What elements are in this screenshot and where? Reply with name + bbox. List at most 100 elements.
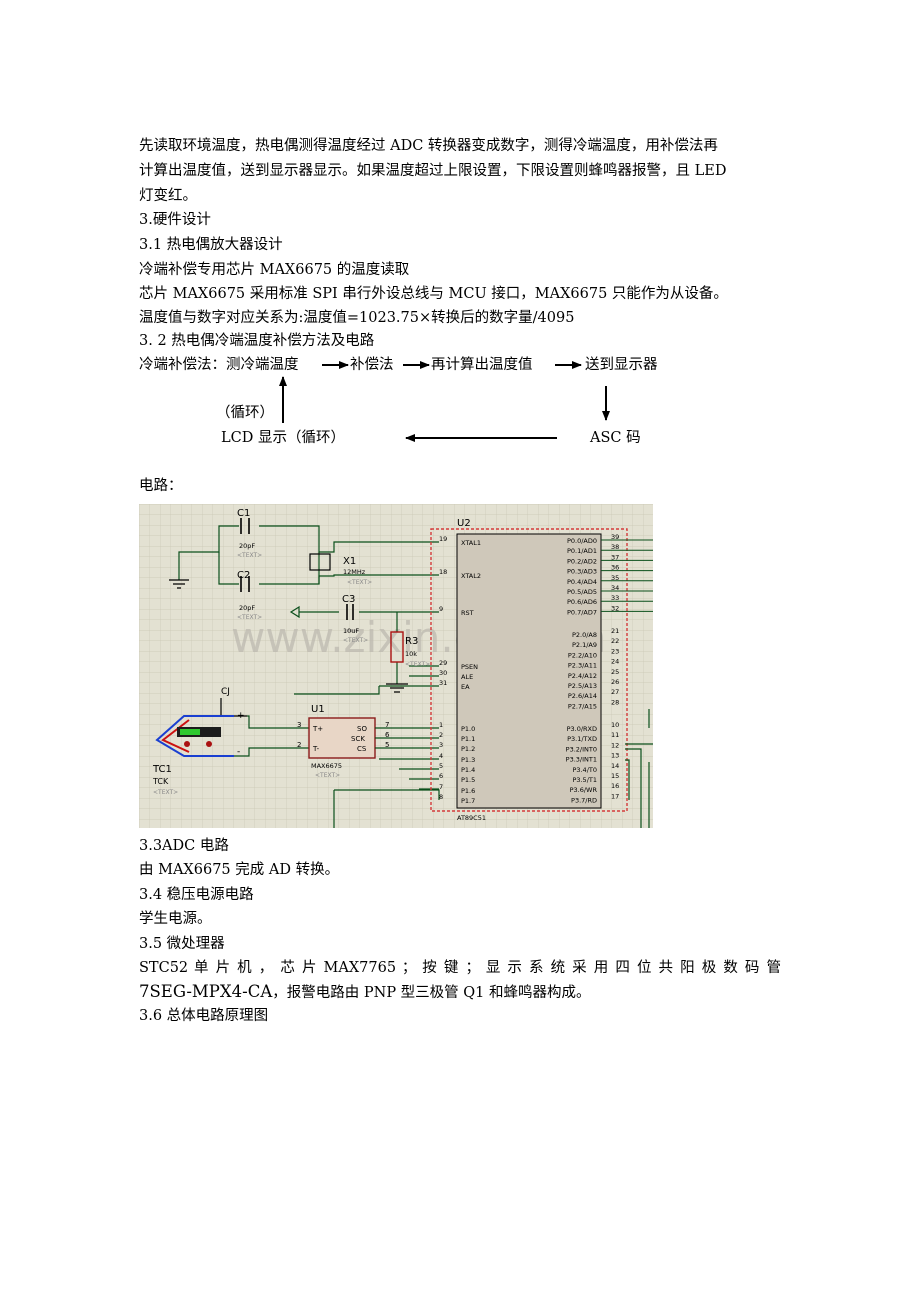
u2-right-pin-number: 27 (611, 688, 619, 696)
paragraph-line: 芯片 MAX6675 采用标准 SPI 串行外设总线与 MCU 接口，MAX66… (139, 286, 728, 302)
u2-right-pin-label: P0.4/AD4 (567, 578, 597, 586)
u2-right-pin-number: 16 (611, 782, 619, 790)
u2-right-pin-label: P3.3/INT1 (566, 756, 597, 764)
u2-right-pin-label: P2.6/A14 (568, 692, 597, 700)
u1-pin-cs: CS (357, 745, 367, 753)
u2-right-pin-label: P3.1/TXD (567, 735, 597, 743)
u2-left-pins: XTAL119XTAL218RST9PSEN29ALE30EA31P1.01P1… (439, 535, 481, 805)
u2-right-pin-number: 22 (611, 637, 619, 645)
u2-left-pin-label: XTAL2 (461, 572, 481, 580)
heading-power: 3.4 稳压电源电路 (139, 887, 254, 903)
paragraph-line: STC52 单 片 机 ， 芯 片 MAX7765 ； 按 键 ； 显 示 系 … (139, 960, 781, 976)
c1-tag: <TEXT> (237, 552, 262, 559)
u2-right-pin-label: P2.0/A8 (572, 631, 597, 639)
u2-right-pin-label: P0.2/AD2 (567, 557, 597, 565)
c2-value: 20pF (239, 604, 255, 612)
u2-left-pin-label: PSEN (461, 663, 478, 671)
u2-left-pin-label: P1.2 (461, 745, 475, 753)
u2-right-pin-label: P0.7/AD7 (567, 608, 597, 616)
u2-right-pin-number: 14 (611, 762, 619, 770)
u2-right-pin-label: P3.7/RD (571, 796, 597, 804)
u1-tag: <TEXT> (315, 772, 340, 779)
u2-part: AT89C51 (457, 814, 486, 822)
u2-right-pin-number: 12 (611, 741, 619, 749)
cj-label: CJ (221, 687, 230, 697)
c1-label: C1 (237, 508, 250, 519)
circuit-schematic: www.zixin.com.cn C1 20pF <TEXT> C2 (139, 504, 653, 828)
r3-tag: <TEXT> (405, 661, 430, 668)
u2-left-pin-number: 3 (439, 741, 443, 749)
svg-text:+: + (237, 711, 245, 721)
c2-label: C2 (237, 570, 250, 581)
u2-left-pin-number: 5 (439, 762, 443, 770)
u2-left-pin-number: 4 (439, 752, 443, 760)
u2-left-pin-label: P1.6 (461, 787, 475, 795)
heading-mcu: 3.5 微处理器 (139, 936, 225, 952)
heading-adc: 3.3ADC 电路 (139, 838, 229, 854)
intro-line-2: 计算出温度值，送到显示器显示。如果温度超过上限设置，下限设置则蜂鸣器报警，且 L… (139, 163, 727, 179)
u2-label: U2 (457, 518, 471, 529)
circuit-label: 电路： (139, 478, 183, 494)
u2-right-pin-label: P3.2/INT0 (566, 745, 597, 753)
u2-left-pin-number: 30 (439, 669, 447, 677)
u1-label: U1 (311, 704, 325, 715)
u2-right-pin-number: 23 (611, 647, 619, 655)
c1-value: 20pF (239, 542, 255, 550)
u2-left-pin-number: 9 (439, 605, 443, 613)
u2-right-pin-number: 36 (611, 564, 619, 572)
u2-right-pin-number: 15 (611, 772, 619, 780)
u2-right-pin-label: P3.0/RXD (567, 725, 597, 733)
x1-value: 12MHz (343, 568, 366, 576)
c3-value: 10uF (343, 627, 359, 635)
u2-left-pin-label: EA (461, 683, 470, 691)
u2-right-pin-label: P3.5/T1 (572, 776, 597, 784)
x1-tag: <TEXT> (347, 579, 372, 586)
flow-loop-label: （循环） (216, 405, 274, 421)
u2-right-pin-number: 37 (611, 553, 619, 561)
tc1-tag: <TEXT> (153, 789, 178, 796)
u2-right-pin-number: 10 (611, 721, 619, 729)
tc1-name: TCK (152, 777, 169, 786)
u2-left-pin-label: P1.4 (461, 766, 475, 774)
heading-hardware-design: 3.硬件设计 (139, 212, 211, 228)
u2-right-pin-label: P0.1/AD1 (567, 547, 597, 555)
paragraph-line: 由 MAX6675 完成 AD 转换。 (139, 862, 340, 878)
c3-tag: <TEXT> (343, 637, 368, 644)
flow-arrows (279, 361, 610, 442)
u2-right-pin-number: 11 (611, 731, 619, 739)
flow-asc-code: ASC 码 (590, 430, 641, 446)
u2-left-pin-number: 29 (439, 659, 447, 667)
u2-right-pin-number: 26 (611, 678, 619, 686)
u2-right-pin-number: 25 (611, 668, 619, 676)
u2-right-pin-number: 13 (611, 752, 619, 760)
formula-line: 温度值与数字对应关系为:温度值=1023.75×转换后的数字量/4095 (139, 310, 575, 326)
alarm-text: ，报警电路由 PNP 型三极管 Q1 和蜂鸣器构成。 (272, 985, 591, 1001)
u2-right-pin-label: P2.2/A10 (568, 651, 597, 659)
paragraph-line: 7SEG-MPX4-CA，报警电路由 PNP 型三极管 Q1 和蜂鸣器构成。 (139, 982, 591, 1003)
u2-right-pin-number: 17 (611, 792, 619, 800)
u2-right-pin-number: 21 (611, 627, 619, 635)
u2-right-pin-label: P2.3/A11 (568, 662, 597, 670)
u2-right-pin-label: P0.0/AD0 (567, 537, 597, 545)
paragraph-line: 学生电源。 (139, 911, 212, 927)
flow-step-display: 送到显示器 (585, 357, 658, 373)
u1-pin-sck: SCK (351, 735, 365, 743)
u2-right-pin-label: P0.6/AD6 (567, 598, 597, 606)
u1-pin-so: SO (357, 725, 367, 733)
u2-right-pin-label: P2.7/A15 (568, 702, 597, 710)
svg-text:-: - (237, 747, 240, 757)
flow-step-compensate: 补偿法 (350, 357, 394, 373)
svg-text:3: 3 (297, 721, 301, 729)
display-model: 7SEG-MPX4-CA (139, 982, 273, 1001)
svg-text:6: 6 (385, 731, 390, 739)
u2-right-pin-label: P0.5/AD5 (567, 588, 597, 596)
paragraph-line: 冷端补偿专用芯片 MAX6675 的温度读取 (139, 262, 410, 278)
u2-left-pin-number: 19 (439, 535, 447, 543)
r3-value: 10k (405, 650, 417, 658)
x1-label: X1 (343, 556, 356, 567)
u2-left-pin-label: P1.3 (461, 756, 475, 764)
u2-left-pin-label: P1.0 (461, 725, 475, 733)
heading-thermocouple-amplifier: 3.1 热电偶放大器设计 (139, 237, 283, 253)
u2-left-pin-number: 2 (439, 731, 443, 739)
svg-text:5: 5 (385, 741, 389, 749)
